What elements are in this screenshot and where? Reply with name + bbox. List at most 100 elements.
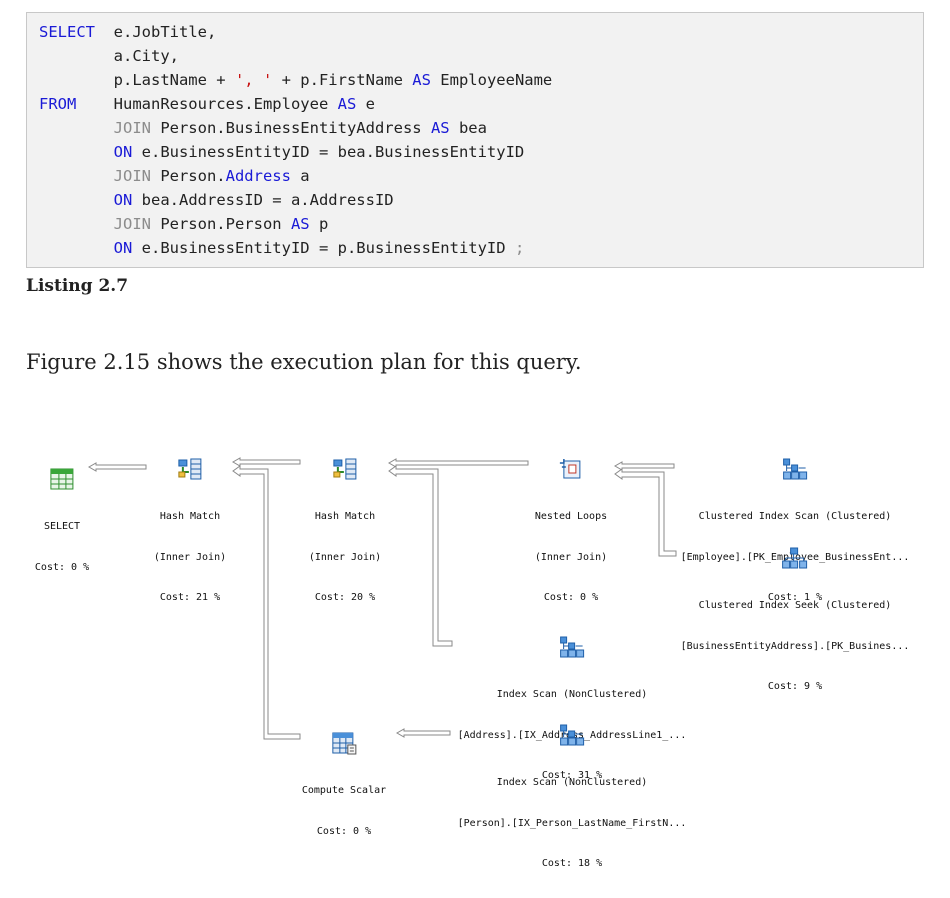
- plan-node-clustered-index-seek[interactable]: Clustered Index Seek (Clustered) [Busine…: [680, 519, 910, 721]
- clustered-index-scan-icon: [783, 458, 808, 480]
- node-object: [Employee].[PK_Employee_BusinessEnt...: [680, 551, 910, 563]
- code-line: JOIN Person.Address a: [39, 164, 310, 188]
- plan-connectors: [87, 457, 677, 740]
- select-icon: [50, 468, 74, 490]
- hash-match-icon: [178, 458, 202, 480]
- arrow-isaddr-hash2: [388, 465, 453, 647]
- node-cost: Cost: 21 %: [159, 592, 221, 603]
- arrow-hash2-hash1: [231, 457, 301, 467]
- code-token: p: [309, 215, 329, 233]
- arrow-nested-hash2: [387, 458, 529, 468]
- code-token: Person.BusinessEntityAddress: [150, 119, 431, 137]
- code-token: ;: [514, 239, 525, 257]
- node-label: Clustered Index Scan (Clustered): [698, 511, 892, 522]
- node-cost: Cost: 31 %: [541, 770, 603, 781]
- node-label: Compute Scalar: [301, 785, 387, 796]
- code-token: ON: [113, 143, 133, 161]
- code-token: AS: [430, 119, 450, 137]
- code-token: ', ': [234, 71, 273, 89]
- code-token: e.BusinessEntityID = bea.BusinessEntityI…: [132, 143, 525, 161]
- code-token: AS: [412, 71, 431, 89]
- clustered-index-seek-icon: [782, 547, 808, 569]
- plan-node-select[interactable]: SELECT Cost: 0 %: [35, 440, 89, 601]
- node-label: SELECT: [43, 521, 81, 532]
- arrow-hash1-select: [87, 462, 147, 472]
- code-line: ON bea.AddressID = a.AddressID: [39, 188, 394, 212]
- code-line: p.LastName + ', ' + p.FirstName AS Emplo…: [39, 68, 553, 92]
- code-token: p.LastName +: [39, 71, 235, 89]
- node-object: [BusinessEntityAddress].[PK_Busines...: [680, 640, 910, 652]
- plan-node-compute-scalar[interactable]: Compute Scalar Cost: 0 %: [302, 704, 386, 865]
- node-label: Index Scan (NonClustered): [496, 777, 648, 788]
- code-token: [39, 119, 114, 137]
- code-token: Person.: [150, 167, 226, 185]
- code-line: FROM HumanResources.Employee AS e: [39, 92, 375, 116]
- code-token: a.City,: [39, 47, 179, 65]
- nested-loops-icon: [560, 459, 581, 479]
- code-token: [39, 191, 114, 209]
- plan-node-hash-match-1[interactable]: Hash Match (Inner Join) Cost: 21 %: [154, 430, 226, 632]
- code-line: a.City,: [39, 44, 179, 68]
- node-label: Hash Match: [159, 511, 221, 522]
- execution-plan-diagram: SELECT Cost: 0 % Hash Match (Inner Join)…: [0, 420, 950, 869]
- node-cost: Cost: 20 %: [314, 592, 376, 603]
- code-listing: SELECT e.JobTitle, a.City, p.LastName + …: [26, 12, 924, 268]
- index-scan-icon: [560, 636, 585, 658]
- hash-match-icon: [333, 458, 357, 480]
- node-cost: Cost: 0 %: [543, 592, 599, 603]
- arrow-ciseek-nested: [614, 468, 677, 557]
- code-token: bea: [449, 119, 487, 137]
- code-line: ON e.BusinessEntityID = p.BusinessEntity…: [39, 236, 525, 260]
- node-cost: Cost: 0 %: [34, 561, 90, 573]
- plan-node-clustered-index-scan[interactable]: Clustered Index Scan (Clustered) [Employ…: [680, 430, 910, 632]
- code-line: JOIN Person.Person AS p: [39, 212, 329, 236]
- node-cost: Cost: 0 %: [316, 825, 372, 837]
- node-label: Index Scan (NonClustered): [496, 689, 648, 700]
- code-token: SELECT: [39, 23, 95, 41]
- code-token: e.BusinessEntityID = p.BusinessEntityID: [132, 239, 515, 257]
- code-token: HumanResources.Employee: [76, 95, 338, 113]
- code-token: bea.AddressID = a.AddressID: [132, 191, 394, 209]
- code-token: JOIN: [113, 119, 151, 137]
- arrow-compute-hash1: [232, 465, 301, 740]
- code-token: ON: [113, 191, 133, 209]
- code-token: a: [290, 167, 310, 185]
- code-token: Address: [225, 167, 291, 185]
- code-line: JOIN Person.BusinessEntityAddress AS bea: [39, 116, 487, 140]
- listing-caption: Listing 2.7: [26, 276, 129, 296]
- code-token: JOIN: [113, 215, 151, 233]
- code-token: e.JobTitle,: [95, 23, 217, 41]
- code-token: [39, 167, 114, 185]
- node-object: [Person].[IX_Person_LastName_FirstN...: [457, 817, 687, 829]
- plan-node-hash-match-2[interactable]: Hash Match (Inner Join) Cost: 20 %: [309, 430, 381, 632]
- code-token: + p.FirstName: [272, 71, 413, 89]
- arrow-cis-nested: [613, 461, 675, 471]
- code-token: JOIN: [113, 167, 151, 185]
- plan-node-index-scan-person[interactable]: Index Scan (NonClustered) [Person].[IX_P…: [457, 696, 687, 898]
- code-token: AS: [290, 215, 310, 233]
- node-label: Clustered Index Seek (Clustered): [698, 600, 892, 611]
- index-scan-icon: [560, 724, 585, 746]
- node-label: Nested Loops: [534, 511, 608, 522]
- node-sublabel: (Inner Join): [153, 551, 227, 563]
- node-cost: Cost: 1 %: [767, 592, 823, 603]
- code-token: [39, 239, 114, 257]
- plan-node-nested-loops[interactable]: Nested Loops (Inner Join) Cost: 0 %: [535, 430, 607, 632]
- node-sublabel: (Inner Join): [534, 551, 608, 563]
- code-token: FROM: [39, 95, 77, 113]
- body-paragraph: Figure 2.15 shows the execution plan for…: [26, 350, 582, 374]
- code-token: Person.Person: [150, 215, 291, 233]
- compute-scalar-icon: [332, 732, 357, 755]
- node-sublabel: (Inner Join): [308, 551, 382, 563]
- code-token: [39, 215, 114, 233]
- code-token: e: [356, 95, 375, 113]
- node-label: Hash Match: [314, 511, 376, 522]
- code-token: [39, 143, 114, 161]
- code-token: EmployeeName: [430, 71, 553, 89]
- code-line: SELECT e.JobTitle,: [39, 20, 216, 44]
- code-token: AS: [337, 95, 357, 113]
- code-token: ON: [113, 239, 133, 257]
- node-cost: Cost: 9 %: [767, 681, 823, 692]
- code-line: ON e.BusinessEntityID = bea.BusinessEnti…: [39, 140, 525, 164]
- arrow-isperson-compute: [395, 728, 451, 738]
